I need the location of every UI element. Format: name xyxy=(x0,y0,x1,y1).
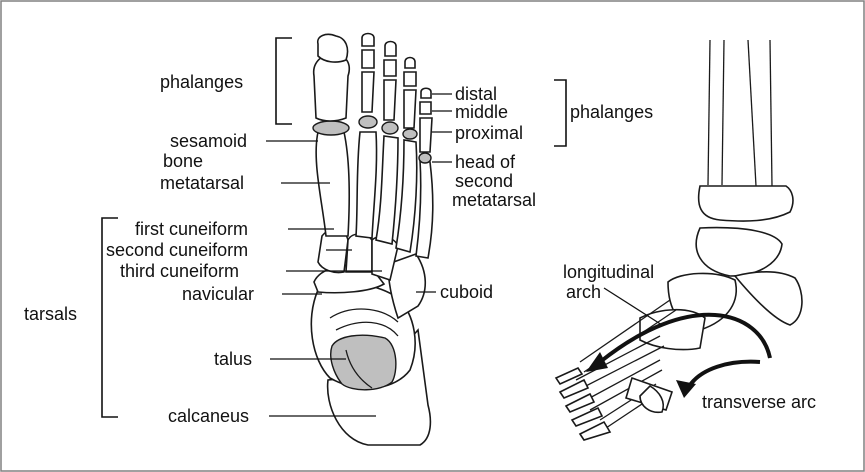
label-middle: middle xyxy=(455,102,508,122)
label-arch: arch xyxy=(566,282,601,302)
label-navicular: navicular xyxy=(182,284,254,304)
label-sesamoid: sesamoid xyxy=(170,131,247,151)
label-first-cuneiform: first cuneiform xyxy=(135,219,248,239)
label-third-cuneiform: third cuneiform xyxy=(120,261,239,281)
label-bone: bone xyxy=(163,151,203,171)
label-cuboid: cuboid xyxy=(440,282,493,302)
label-talus: talus xyxy=(214,349,252,369)
label-transverse-arc: transverse arc xyxy=(702,392,816,412)
label-second: second xyxy=(455,171,513,191)
label-longitudinal: longitudinal xyxy=(563,262,654,282)
label-proximal: proximal xyxy=(455,123,523,143)
label-calcaneus: calcaneus xyxy=(168,406,249,426)
label-head-of: head of xyxy=(455,152,516,172)
label-phalanges-left: phalanges xyxy=(160,72,243,92)
label-metatarsal-2: metatarsal xyxy=(452,190,536,210)
label-tarsals: tarsals xyxy=(24,304,77,324)
label-distal: distal xyxy=(455,84,497,104)
label-metatarsal: metatarsal xyxy=(160,173,244,193)
label-phalanges-right: phalanges xyxy=(570,102,653,122)
label-second-cuneiform: second cuneiform xyxy=(106,240,248,260)
